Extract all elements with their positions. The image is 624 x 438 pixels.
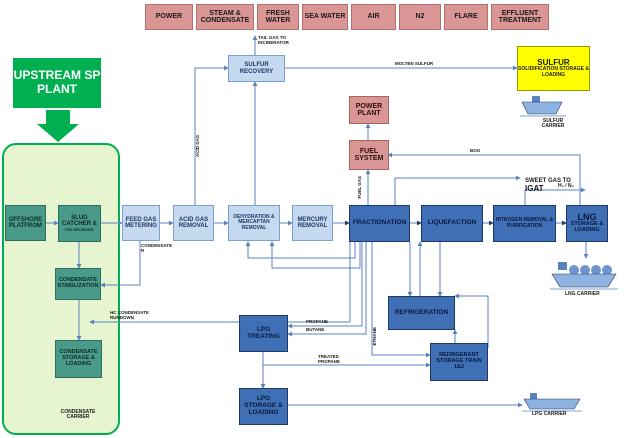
label-butane: BUTANE [306,327,325,332]
unit-label: POWER PLANT [355,102,383,117]
label-lng-carrier: LNG CARRIER [565,291,600,297]
utility-sea-water: SEA WATER [302,4,348,30]
unit-label: LPG STORAGE & LOADING [244,395,283,416]
label-acid-gas: ACID GAS [195,135,200,158]
utility-fresh-water: FRESH WATER [257,4,299,30]
utility-label: AIR [367,13,380,21]
unit-label: LIQUEFACTION [427,219,477,227]
unit-feed-gas-metering: FEED GAS METERING [122,205,160,241]
utility-flare: FLARE [444,4,488,30]
utility-label: POWER [155,13,183,21]
utility-air: AIR [351,4,396,30]
unit-label: MERCURY REMOVAL [297,216,328,229]
unit-label: NITROGEN REMOVAL & PURIFICATION [495,217,554,229]
utility-steam-condensate: STEAM & CONDENSATE [196,4,254,30]
label-igat: IGAT [525,183,544,193]
unit-dehydration: DEHYDRATION & MERCAPTAN REMOVAL [228,205,280,241]
unit-lpg-treating: LPG TREATING [239,315,288,352]
utility-label: EFFLUENT TREATMENT [498,9,542,24]
lpg-carrier-icon [522,393,582,412]
label-bog: BOG [470,148,481,153]
utility-effluent-treatment: EFFLUENT TREATMENT [491,4,549,30]
unit-label: FUEL SYSTEM [354,147,384,162]
unit-label: OFFSHORE PLATFROM [8,216,43,229]
label-ethane: ETHANE [372,327,377,346]
label-propane: PROPANE [306,319,328,324]
unit-sublabel: SOLIDIFICATION STORAGE & LOADING [518,66,589,78]
unit-label: FRACTIONATION [352,219,407,227]
unit-label: DEHYDRATION & MERCAPTAN REMOVAL [233,214,275,231]
unit-label: SULFUR [537,58,570,68]
unit-label: ACID GAS REMOVAL [178,216,209,229]
utility-label: SEA WATER [304,13,346,21]
unit-nitrogen-removal: NITROGEN REMOVAL & PURIFICATION [493,205,556,242]
unit-power-plant: POWER PLANT [349,96,389,124]
label-lpg-carrier: LPG CARRIER [532,411,567,417]
upstream-title: UPSTREAM SP PLANT [13,58,101,108]
unit-sulfur-storage: SULFUR SOLIDIFICATION STORAGE & LOADING [517,46,590,91]
unit-sulfur-recovery: SULFUR RECOVERY [228,55,285,82]
sulfur-carrier-icon [520,96,566,117]
label-tail-gas: TAIL GAS TO INCINERATOR [258,35,289,45]
label-sweet-gas-text: SWEET GAS TO [525,178,571,185]
utility-power: POWER [145,4,193,30]
unit-sublabel: STORAGE & LOADING [570,221,604,234]
unit-slug-catcher: SLUG CATCHER & PIG RECEIVER [58,205,101,242]
upstream-arrow [37,110,79,142]
label-molten-sulfur: MOLTEN SULFUR [395,61,434,66]
utility-label: N2 [415,13,425,21]
unit-condensate-stabilization: CONDENSATE STABILIZATION [55,268,101,300]
label-hc-condensate: HC CONDENSATE RUNDOWN [110,310,149,320]
utility-label: FRESH WATER [265,9,291,24]
unit-label: SLUG CATCHER & [62,215,97,228]
unit-lng-storage: LNG STORAGE & LOADING [566,205,608,242]
unit-fuel-system: FUEL SYSTEM [349,140,389,170]
unit-liquefaction: LIQUEFACTION [421,205,483,242]
unit-refrigerant-storage: REFRIGERANT STORAGE TRAIN 1&2 [430,343,488,381]
label-condensate-r: CONDENSATE R [141,243,173,253]
label-h2-n2: H₂ / N₂ [558,183,574,189]
unit-refrigeration: REFRIGERATION [388,296,455,330]
unit-offshore-platform: OFFSHORE PLATFROM [5,205,46,241]
unit-sublabel: PIG RECEIVER [65,226,94,232]
unit-condensate-storage: CONDENSATE STORAGE & LOADING [55,340,102,378]
label-sweet-gas: SWEET GAS TO IGAT [525,172,571,193]
utility-label: STEAM & CONDENSATE [200,9,250,24]
lng-carrier-icon [550,262,618,290]
utility-n2: N2 [399,4,441,30]
unit-acid-gas-removal: ACID GAS REMOVAL [173,205,214,241]
unit-fractionation: FRACTIONATION [349,205,410,242]
unit-label: LNG [577,212,597,223]
label-treated-propane: TREATED PROPANE [318,354,340,364]
unit-label: FEED GAS METERING [125,216,157,229]
unit-lpg-storage: LPG STORAGE & LOADING [239,388,288,425]
label-fuel-gas: FUEL GAS [357,176,362,199]
unit-label: LPG TREATING [247,325,280,340]
unit-label: REFRIGERATION [394,308,449,316]
unit-label: SULFUR RECOVERY [239,62,274,75]
label-condensate-carrier: CONDENSATE CARRIER [60,409,96,421]
unit-label: CONDENSATE STORAGE & LOADING [59,349,98,367]
label-sulfur-carrier: SULFUR CARRIER [541,118,565,130]
unit-label: CONDENSATE STABILIZATION [57,277,99,289]
unit-label: REFRIGERANT STORAGE TRAIN 1&2 [436,352,482,370]
unit-mercury-removal: MERCURY REMOVAL [292,205,333,241]
utility-label: FLARE [454,13,478,21]
